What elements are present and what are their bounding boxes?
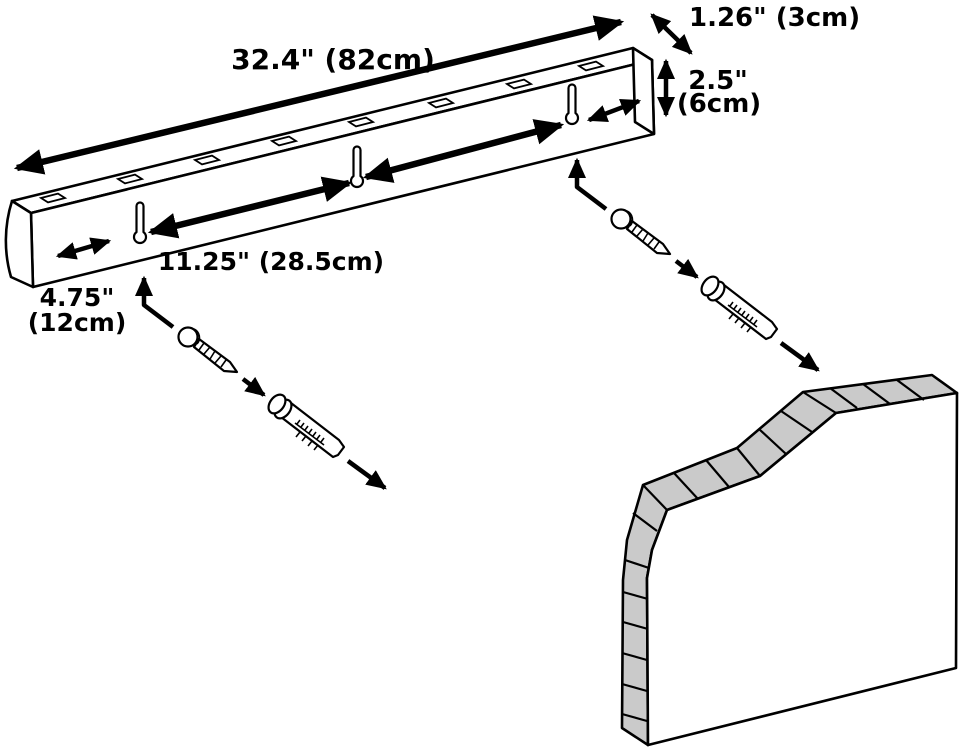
thickness-label: 1.26" (3cm) — [689, 3, 860, 33]
thickness-arrow — [650, 13, 693, 55]
screw-threads — [631, 224, 660, 250]
right-end-offset-arrow — [586, 98, 642, 123]
mount-direction-arrow — [568, 157, 608, 211]
length-dimension: 32.4" (82cm) — [13, 15, 625, 175]
end-offset-label-cm: (12cm) — [28, 308, 127, 337]
keyhole-slot-right — [564, 83, 580, 125]
shelf-end-face — [631, 46, 656, 136]
end-offset-label-inches: 4.75" — [40, 283, 115, 312]
wall-anchor — [700, 275, 779, 341]
keyhole-slot-left — [132, 201, 148, 244]
length-label: 32.4" (82cm) — [231, 43, 435, 76]
height-label-inches: 2.5" — [688, 66, 748, 96]
screw-head-detail — [193, 328, 201, 345]
screw-shaft — [625, 219, 672, 256]
screw-shaft — [192, 337, 239, 374]
top-slot — [115, 173, 145, 185]
right-screw-assembly — [568, 157, 820, 372]
left-end-offset-arrow — [55, 237, 112, 260]
screw-head-detail — [626, 210, 634, 227]
to-wall-arrow — [346, 459, 387, 490]
keyhole-spacing-dimension: 11.25" (28.5cm) — [147, 119, 565, 276]
keyhole-spacing-arrow-right — [362, 119, 565, 183]
height-label-cm: (6cm) — [677, 89, 761, 119]
anchor-serrations — [727, 301, 758, 333]
top-slot — [38, 192, 68, 204]
wall-anchor — [267, 393, 346, 459]
mount-direction-arrow — [135, 275, 175, 329]
left-screw-assembly — [135, 275, 387, 490]
keyhole-spacing-label: 11.25" (28.5cm) — [158, 247, 384, 276]
screw — [610, 208, 672, 256]
to-wall-arrow — [779, 341, 820, 372]
wall-front-face — [645, 391, 959, 747]
anchor-collar-front — [700, 275, 720, 297]
anchor-serrations — [294, 419, 325, 451]
wall-edge-hatching — [621, 379, 925, 723]
thickness-dimension: 1.26" (3cm) — [650, 3, 860, 55]
end-offset-dimension: 4.75" (12cm) — [28, 98, 642, 337]
shelf-rounded-end-cap — [4, 199, 35, 289]
insert-arrow — [674, 258, 699, 279]
keyhole-spacing-arrow-left — [147, 176, 353, 239]
screw-threads — [198, 342, 227, 368]
screw-head — [610, 208, 632, 230]
height-dimension: 2.5" (6cm) — [657, 58, 761, 119]
anchor-collar-front — [267, 393, 287, 415]
length-dimension-arrow — [13, 15, 625, 175]
screw-head — [177, 326, 199, 348]
screw — [177, 326, 239, 374]
insert-arrow — [241, 376, 266, 397]
keyhole-slot-middle — [349, 145, 365, 188]
wall-section — [620, 373, 959, 747]
